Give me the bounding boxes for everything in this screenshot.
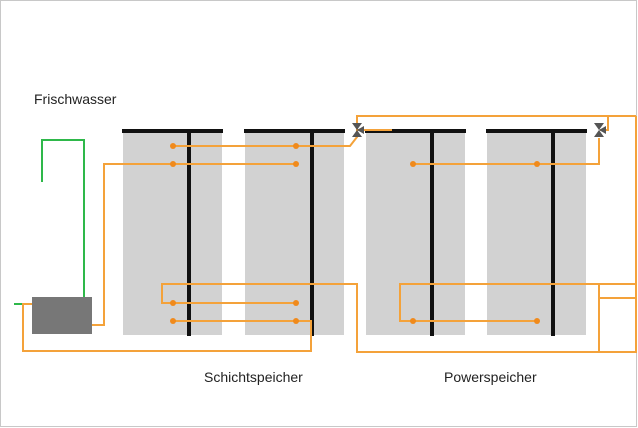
power-storage-tank-1 <box>366 129 465 335</box>
connection-point <box>170 318 176 324</box>
connection-point <box>293 143 299 149</box>
pipe-network <box>22 115 637 353</box>
connection-point <box>293 161 299 167</box>
connection-point <box>410 318 416 324</box>
connection-points <box>170 143 540 324</box>
connection-point <box>534 318 540 324</box>
fresh-water-label: Frischwasser <box>34 91 117 107</box>
connection-point <box>410 161 416 167</box>
connection-point <box>293 300 299 306</box>
three-way-valve-icon <box>594 123 606 137</box>
layer-storage-label: Schichtspeicher <box>204 369 303 385</box>
connection-point <box>170 143 176 149</box>
tank-lances <box>122 129 587 336</box>
connection-point <box>534 161 540 167</box>
connection-point <box>170 300 176 306</box>
heat-exchanger <box>32 297 92 334</box>
three-way-valve-icon <box>352 123 364 137</box>
connection-point <box>170 161 176 167</box>
fresh-water-pipe <box>41 139 85 298</box>
connection-point <box>293 318 299 324</box>
power-storage-label: Powerspeicher <box>444 369 537 385</box>
power-storage-tank-2 <box>487 129 586 335</box>
